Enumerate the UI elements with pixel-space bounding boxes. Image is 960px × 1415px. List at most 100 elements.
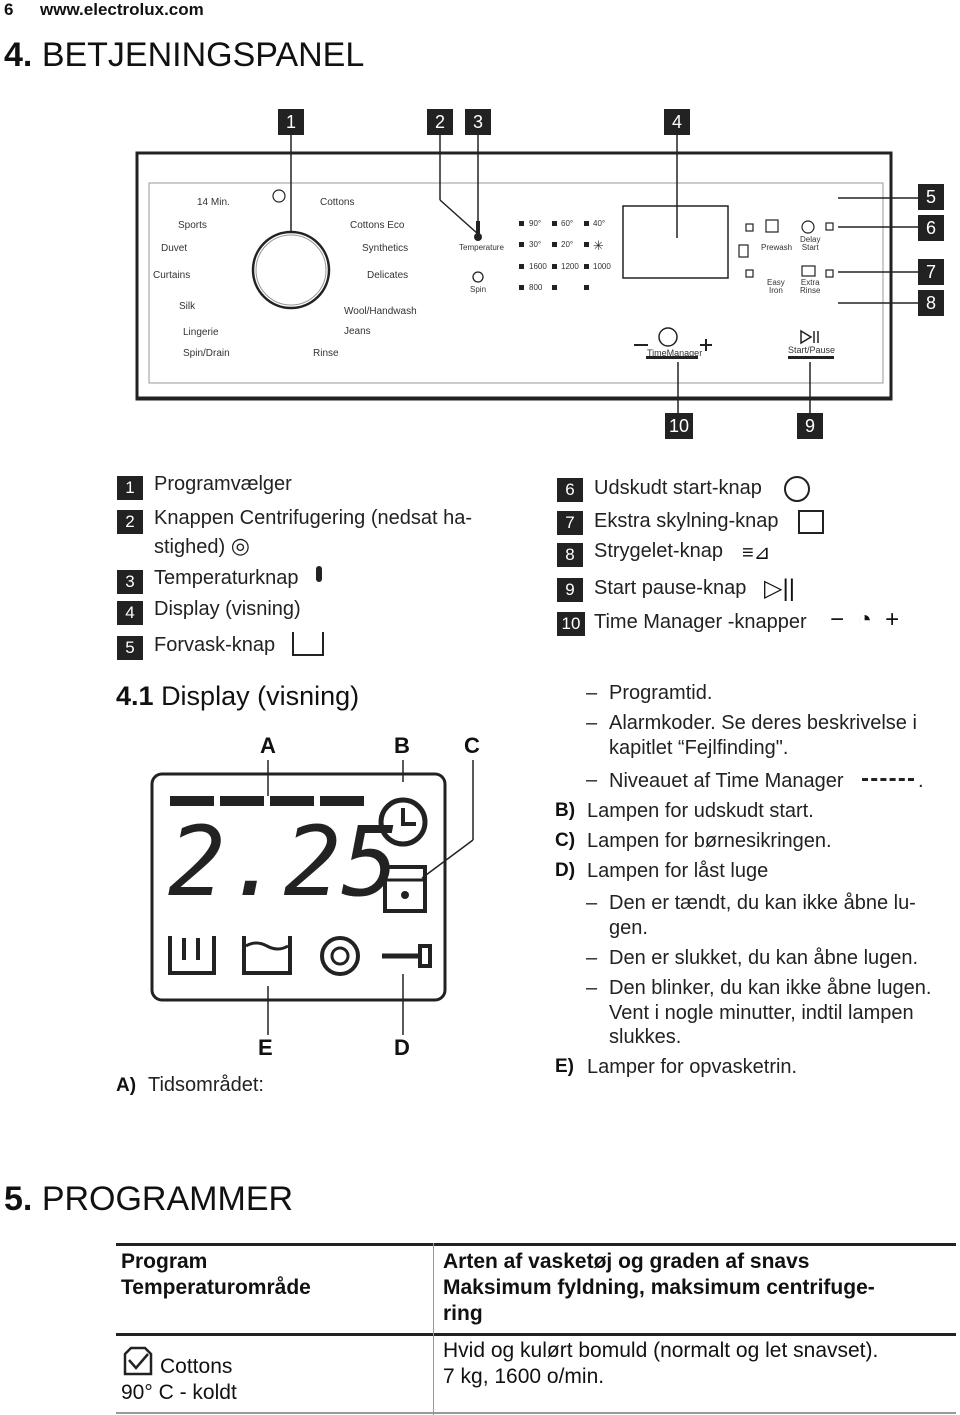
- dial-label-silk: Silk: [179, 301, 196, 312]
- table-top-rule: [116, 1243, 956, 1246]
- prewash-label: Prewash: [761, 243, 793, 252]
- legend-num-4: 4: [117, 601, 143, 625]
- page-number: 6: [4, 0, 14, 19]
- cold-icon: ✳: [593, 238, 604, 253]
- callout-1: 1: [278, 109, 304, 135]
- table-head-right: Arten af vasketøj og graden af snavs Mak…: [443, 1250, 875, 1325]
- d-bullet-1: –: [586, 892, 598, 914]
- cottons-icon: [121, 1344, 155, 1383]
- table-row1-program: Cottons: [160, 1355, 233, 1378]
- c-text: Lampen for børnesikringen.: [587, 830, 832, 852]
- dial-label-delicates: Delicates: [367, 270, 409, 281]
- legend-num-6: 6: [557, 478, 583, 502]
- legend-text-7: Ekstra skylning-knap: [594, 510, 779, 532]
- table-head-rule: [116, 1333, 956, 1336]
- d-text: Lampen for låst luge: [587, 860, 769, 882]
- dash-bullet-1: –: [586, 682, 598, 704]
- table-head-left: Program Temperaturområde: [121, 1250, 311, 1299]
- legend-text-1: Programvælger: [154, 473, 292, 495]
- prewash-icon: [292, 632, 324, 656]
- time-manager-label: TimeManager: [647, 348, 703, 358]
- temp-90: 90°: [529, 219, 542, 228]
- dash-programtid: Programtid.: [609, 682, 713, 704]
- d-item-1b: gen.: [609, 917, 648, 939]
- e-text: Lamper for opvasketrin.: [587, 1056, 798, 1078]
- d-item-3c: slukkes.: [609, 1026, 682, 1048]
- header-url: www.electrolux.com: [40, 0, 204, 19]
- legend-num-2: 2: [117, 510, 143, 534]
- dial-label-cottons: Cottons: [320, 197, 355, 208]
- legend-num-8: 8: [557, 543, 583, 567]
- legend-num-1: 1: [117, 476, 143, 500]
- callout-3: 3: [465, 109, 491, 135]
- callout-2: 2: [427, 109, 453, 135]
- dial-label-sports: Sports: [178, 220, 207, 231]
- time-manager-dashes-icon: [862, 778, 914, 781]
- e-label: E): [555, 1056, 574, 1077]
- temp-20: 20°: [561, 240, 574, 249]
- start-pause-label: Start/Pause: [788, 345, 836, 355]
- d-item-3a: Den blinker, du kan ikke åbne lugen.: [609, 977, 932, 999]
- dial-label-synthetics: Synthetics: [362, 243, 409, 254]
- section-4-title: 4. BETJENINGSPANEL: [4, 36, 365, 74]
- section-5-title: 5. PROGRAMMER: [4, 1180, 294, 1218]
- spin-spiral-icon: ◎: [230, 533, 250, 558]
- thermometer-icon: [316, 566, 322, 582]
- table-row-rule: [116, 1412, 956, 1414]
- dial-label-rinse: Rinse: [313, 348, 339, 359]
- legend-text-6: Udskudt start-knap: [594, 477, 762, 499]
- legend-text-9: Start pause-knap: [594, 577, 747, 599]
- iron-icon: ≡⊿: [742, 542, 771, 564]
- callout-8: 8: [918, 290, 944, 316]
- dial-label-duvet: Duvet: [161, 243, 188, 254]
- legend-text-8: Strygelet-knap: [594, 540, 723, 562]
- table-row1-desc: Hvid og kulørt bomuld (normalt og let sn…: [443, 1339, 879, 1388]
- legend-text-3: Temperaturknap: [154, 567, 299, 589]
- callout-5: 5: [918, 184, 944, 210]
- a-label: A): [116, 1075, 137, 1096]
- dash-alarmkoder: Alarmkoder. Se deres beskrivelse i: [609, 712, 917, 734]
- d-bullet-3: –: [586, 977, 598, 999]
- display-letter-c: C: [464, 733, 480, 758]
- d-item-3b: Vent i nogle minutter, indtil lampen: [609, 1002, 914, 1024]
- dash-time-manager-end: .: [918, 770, 924, 792]
- b-text: Lampen for udskudt start.: [587, 800, 814, 822]
- dash-bullet-3: –: [586, 769, 598, 791]
- c-label: C): [555, 830, 576, 851]
- callout-6: 6: [918, 215, 944, 241]
- legend-num-10: 10: [557, 612, 585, 636]
- legend-num-3: 3: [117, 570, 143, 594]
- legend-text-2b: stighed) ◎: [154, 533, 250, 559]
- dash-bullet-2: –: [586, 712, 598, 734]
- temp-40: 40°: [593, 219, 606, 228]
- display-letter-e: E: [258, 1035, 273, 1060]
- control-panel-diagram: [135, 134, 918, 415]
- legend-text-4: Display (visning): [154, 598, 301, 620]
- dial-label-spin-drain: Spin/Drain: [183, 348, 230, 359]
- display-letter-d: D: [394, 1035, 410, 1060]
- a-text: Tidsområdet:: [148, 1074, 264, 1096]
- speed-1000: 1000: [593, 262, 611, 271]
- display-digits: 2.25: [168, 806, 399, 918]
- legend-text-10: Time Manager -knapper: [594, 611, 807, 633]
- speed-1600: 1600: [529, 262, 547, 271]
- legend-num-9: 9: [557, 578, 583, 602]
- temperature-label: Temperature: [459, 243, 504, 252]
- table-col-divider: [433, 1243, 434, 1415]
- d-label: D): [555, 860, 576, 881]
- legend-num-5: 5: [117, 636, 143, 660]
- subsection-title: 4.1 Display (visning): [116, 681, 360, 711]
- display-diagram: 2.25: [150, 760, 474, 1035]
- b-label: B): [555, 800, 576, 821]
- callout-7: 7: [918, 259, 944, 285]
- callout-4: 4: [664, 109, 690, 135]
- dial-label-14min: 14 Min.: [197, 197, 230, 208]
- d-bullet-2: –: [586, 947, 598, 969]
- start-pause-icon: ▷||: [764, 575, 795, 602]
- dash-time-manager: Niveauet af Time Manager: [609, 770, 844, 792]
- display-letter-a: A: [260, 733, 276, 758]
- d-item-1a: Den er tændt, du kan ikke åbne lu-: [609, 892, 916, 914]
- speed-1200: 1200: [561, 262, 579, 271]
- extra-rinse-icon: [798, 510, 824, 534]
